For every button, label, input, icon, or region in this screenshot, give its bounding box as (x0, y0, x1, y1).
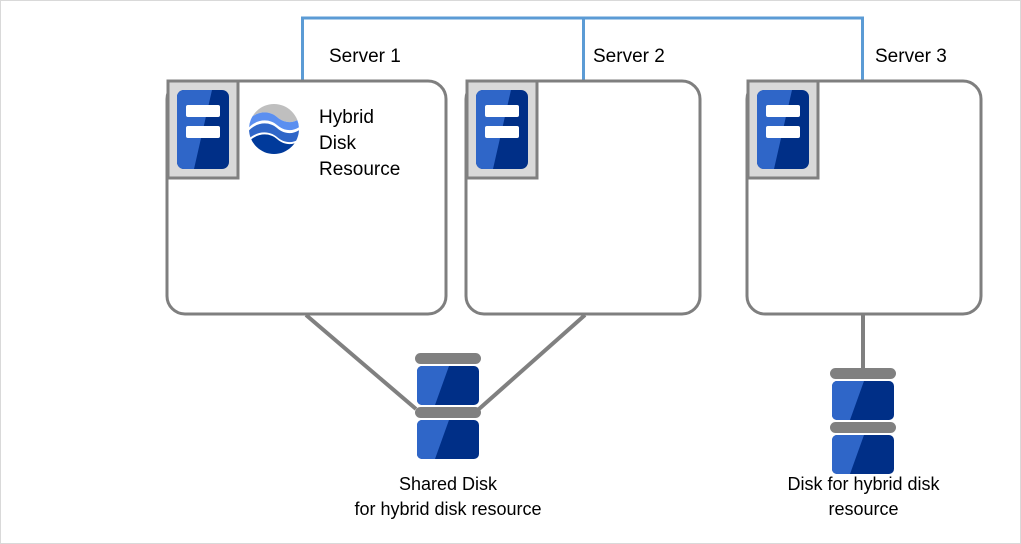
hybrid-disk-resource-label-line-1: Hybrid (319, 107, 374, 128)
hybrid-disk-resource-label-line-3: Resource (319, 159, 401, 180)
hybrid-disk-caption-line-1: Disk for hybrid disk (787, 474, 940, 494)
hybrid-disk-resource-label-line-2: Disk (319, 133, 356, 154)
server-machine-icon-3 (746, 79, 820, 180)
server-machine-icon-1 (166, 79, 240, 180)
disk-stack-shared (415, 353, 481, 459)
network-bus (301, 16, 864, 81)
connector-server2-shared-disk (477, 313, 587, 411)
disk-stack-hybrid (830, 368, 896, 474)
server-machine-icon-2 (465, 79, 539, 180)
connector-server1-shared-disk (304, 313, 418, 411)
server-3-label: Server 3 (875, 46, 947, 67)
hybrid-disk-caption-line-2: resource (828, 499, 899, 519)
disk-connectors (304, 313, 865, 411)
server-1-label: Server 1 (329, 46, 401, 67)
shared-disk-caption-line-2: for hybrid disk resource (354, 499, 542, 519)
shared-disk-caption-line-1: Shared Disk (398, 474, 498, 494)
server-2-label: Server 2 (593, 46, 665, 67)
